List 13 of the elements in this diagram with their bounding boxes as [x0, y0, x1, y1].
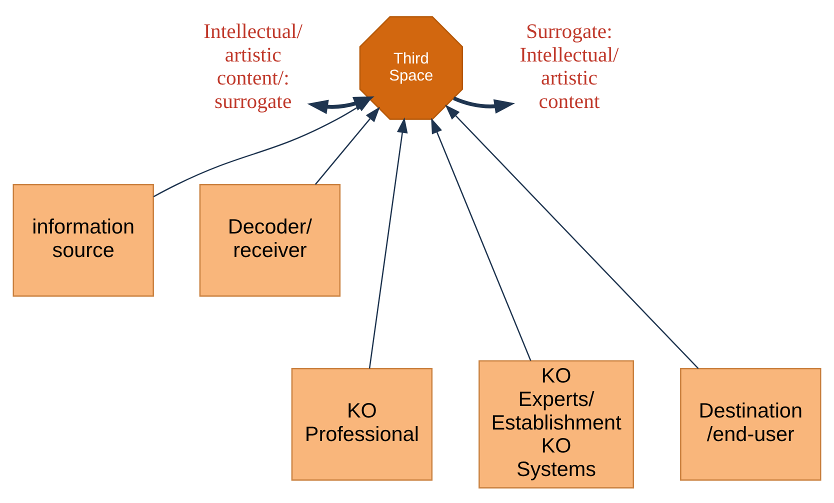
arrow — [453, 96, 516, 114]
arrow — [314, 106, 380, 184]
node-text: Intellectual/ artistic content/: surrogate — [204, 20, 303, 112]
arrow — [445, 104, 699, 368]
node-box: KO Professional — [291, 367, 433, 480]
node-box: KO Experts/ Establishment KO Systems — [478, 360, 634, 488]
node-box: information source — [12, 183, 154, 296]
arrow — [368, 116, 408, 368]
node-box: Decoder/ receiver — [199, 183, 341, 296]
arrow — [431, 117, 532, 360]
arrow — [153, 98, 372, 197]
node-text: Surrogate: Intellectual/ artistic content — [520, 20, 619, 112]
node-box: Destination /end-user — [680, 367, 822, 480]
